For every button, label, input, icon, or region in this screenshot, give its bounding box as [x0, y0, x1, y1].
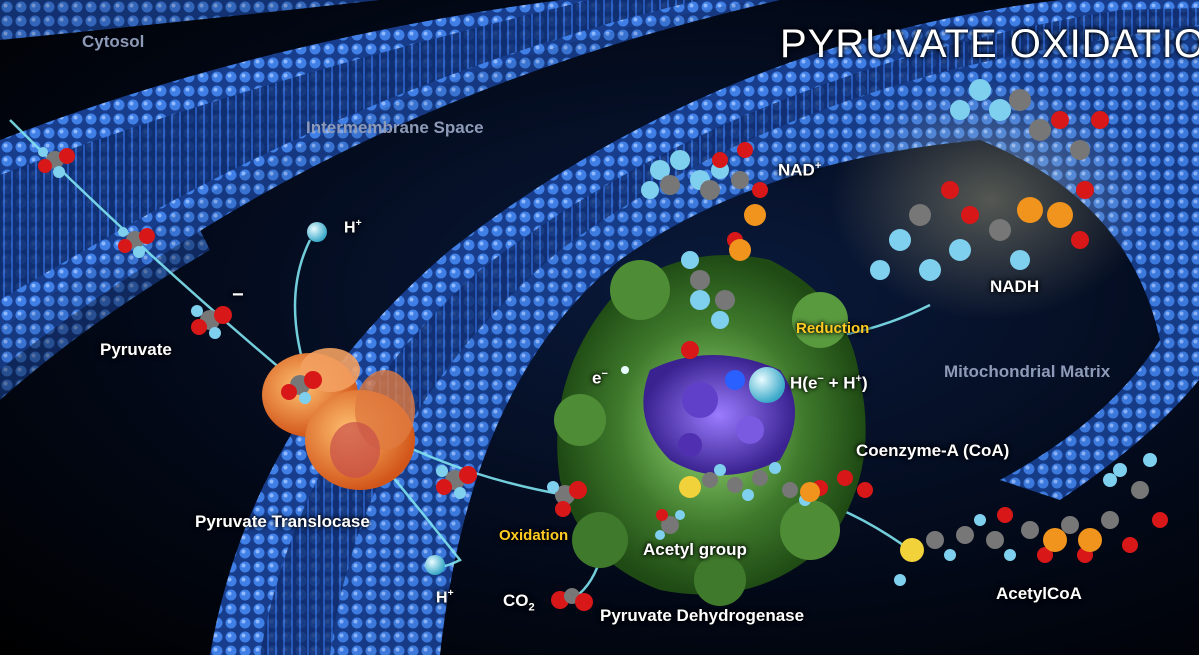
region-mitochondrial-matrix: Mitochondrial Matrix: [944, 362, 1111, 381]
label-acetyl-group: Acetyl group: [643, 540, 747, 559]
label-reduction: Reduction: [796, 320, 870, 337]
nad-molecule: [641, 142, 768, 359]
label-pyruvate-translocase: Pyruvate Translocase: [195, 512, 370, 531]
proton-spheres: [307, 222, 785, 575]
region-intermembrane-space: Intermembrane Space: [306, 118, 484, 137]
label-coenzyme-a: Coenzyme-A (CoA): [856, 441, 1010, 460]
diagram-title: PYRUVATE OXIDATION: [780, 22, 1199, 66]
label-nad: NAD+: [778, 160, 822, 180]
label-electron: e−: [592, 368, 608, 388]
region-cytosol: Cytosol: [82, 32, 145, 51]
pyruvate-molecules: [38, 147, 587, 517]
acetyl-group-molecule: [655, 509, 685, 540]
pyruvate-dehydrogenase: [554, 255, 866, 606]
label-acetylcoa: AcetylCoA: [996, 584, 1082, 603]
label-h-plus-top: H+: [344, 218, 362, 237]
co2-molecule: [551, 588, 593, 611]
nadh-molecule: [830, 79, 1150, 320]
label-hydride: H(e− + H+): [790, 373, 868, 393]
inner-membrane: [210, 0, 1199, 655]
outer-membrane: [0, 0, 780, 400]
label-nadh: NADH: [990, 277, 1040, 296]
label-pyruvate-dehydrogenase: Pyruvate Dehydrogenase: [600, 606, 805, 625]
label-oxidation: Oxidation: [499, 527, 569, 544]
coenzyme-a-molecule: [679, 462, 873, 506]
acetylcoa-molecule: [894, 453, 1168, 586]
label-h-plus-bottom: H+: [436, 588, 454, 607]
label-pyruvate-charge: −: [232, 284, 244, 306]
label-co2: CO2: [503, 591, 535, 614]
label-pyruvate: Pyruvate: [100, 340, 172, 359]
